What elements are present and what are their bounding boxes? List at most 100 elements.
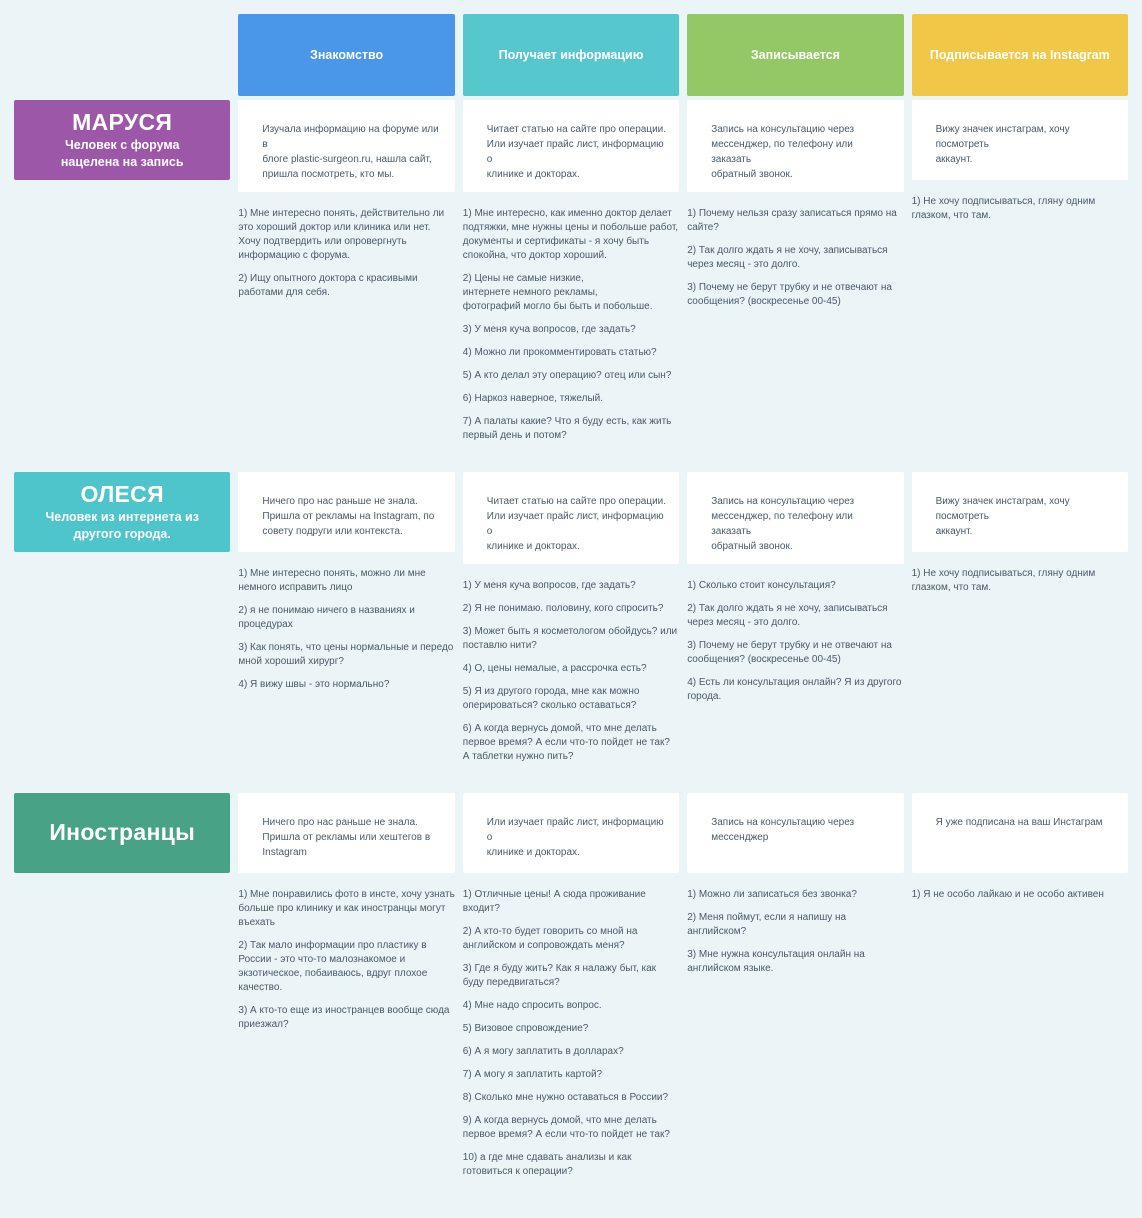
journey-cell: Ничего про нас раньше не знала. Пришла о…	[238, 472, 455, 717]
journey-cell: Вижу значек инстаграм, хочу посмотреть а…	[911, 472, 1128, 620]
stage-header-label: Получает информацию	[498, 48, 644, 62]
summary-text: Запись на консультацию через мессенджер	[711, 817, 855, 843]
persona-card: Иностранцы	[14, 793, 231, 873]
question-item: 5) А кто делал эту операцию? отец или сы…	[462, 370, 672, 381]
question-item: 8) Сколько мне нужно оставаться в России…	[462, 1092, 669, 1103]
question-item: 9) А когда вернусь домой, что мне делать…	[462, 1115, 670, 1140]
journey-cell: Запись на консультацию через мессенджер …	[687, 793, 904, 1001]
question-item: 1) Мне интересно, как именно доктор дела…	[462, 208, 679, 261]
stage-header-label: Знакомство	[309, 48, 384, 62]
question-item: 5) Я из другого города, мне как можно оп…	[462, 686, 640, 711]
summary-card: Запись на консультацию через мессенджер	[687, 793, 904, 873]
question-item: 1) Мне понравились фото в инсте, хочу уз…	[238, 889, 455, 928]
journey-cell: Изучала информацию на форуме или в блоге…	[238, 100, 455, 325]
question-item: 2) Ищу опытного доктора с красивыми рабо…	[238, 273, 418, 298]
persona-name: МАРУСЯ	[72, 108, 173, 135]
summary-card: Изучала информацию на форуме или в блоге…	[238, 100, 455, 192]
question-item: 4) О, цены немалые, а рассрочка есть?	[462, 663, 647, 674]
questions-list: 1) Мне интересно, как именно доктор дела…	[463, 207, 679, 443]
questions-list: 1) Мне интересно понять, можно ли мне не…	[238, 567, 454, 692]
question-item: 7) А могу я заплатить картой?	[462, 1069, 603, 1080]
question-item: 6) А когда вернусь домой, что мне делать…	[462, 723, 670, 762]
journey-cell: Запись на консультацию через мессенджер,…	[687, 100, 904, 334]
question-item: 2) А кто-то будет говорить со мной на ан…	[462, 926, 638, 951]
question-item: 4) Можно ли прокомментировать статью?	[462, 347, 657, 358]
journey-cell: Читает статью на сайте про операции. Или…	[462, 472, 680, 789]
persona-card: МАРУСЯ Человек с форума нацелена на запи…	[14, 100, 231, 180]
questions-list: 1) Отличные цены! А сюда проживание вход…	[463, 888, 679, 1179]
question-item: 1) Можно ли записаться без звонка?	[687, 889, 857, 900]
summary-card: Или изучает прайс лист, информацию о кли…	[462, 793, 680, 873]
question-item: 1) Мне интересно понять, можно ли мне не…	[238, 568, 426, 593]
journey-cell: Читает статью на сайте про операции. Или…	[462, 100, 680, 468]
question-item: 4) Есть ли консультация онлайн? Я из дру…	[687, 677, 902, 702]
stage-header: Получает информацию	[462, 14, 680, 96]
summary-text: Ничего про нас раньше не знала. Пришла о…	[262, 817, 431, 858]
persona-name: Иностранцы	[49, 818, 196, 845]
question-item: 2) Так мало информации про пластику в Ро…	[238, 940, 428, 993]
stage-header: Знакомство	[238, 14, 455, 96]
question-item: 3) А кто-то еще из иностранцев вообще сю…	[238, 1005, 450, 1030]
question-item: 2) я не понимаю ничего в названиях и про…	[238, 605, 415, 630]
question-item: 5) Визовое спровождение?	[462, 1023, 589, 1034]
question-item: 2) Так долго ждать я не хочу, записывать…	[687, 245, 888, 270]
summary-text: Вижу значек инстаграм, хочу посмотреть а…	[935, 124, 1070, 165]
question-item: 2) Я не понимаю. половину, кого спросить…	[462, 603, 664, 614]
question-item: 1) Сколько стоит консультация?	[687, 580, 836, 591]
summary-text: Читает статью на сайте про операции. Или…	[486, 496, 667, 552]
summary-card: Ничего про нас раньше не знала. Пришла о…	[238, 793, 455, 873]
summary-card: Я уже подписана на ваш Инстаграм	[911, 793, 1128, 873]
questions-list: 1) Не хочу подписываться, гляну одним гл…	[912, 567, 1128, 595]
question-item: 2) Так долго ждать я не хочу, записывать…	[687, 603, 888, 628]
stage-header-label: Подписывается на Instagram	[929, 48, 1110, 62]
question-item: 10) а где мне сдавать анализы и как гото…	[462, 1152, 632, 1177]
summary-card: Вижу значек инстаграм, хочу посмотреть а…	[911, 100, 1128, 180]
question-item: 4) Мне надо спросить вопрос.	[462, 1000, 602, 1011]
question-item: 1) Не хочу подписываться, гляну одним гл…	[911, 568, 1096, 593]
question-item: 6) Наркоз наверное, тяжелый.	[462, 393, 604, 404]
persona-name: ОЛЕСЯ	[80, 480, 164, 507]
stage-header-label: Записывается	[750, 48, 840, 62]
journey-cell: Вижу значек инстаграм, хочу посмотреть а…	[911, 100, 1128, 248]
questions-list: 1) Почему нельзя сразу записаться прямо …	[687, 207, 903, 309]
question-item: 1) Не хочу подписываться, гляну одним гл…	[911, 196, 1096, 221]
questions-list: 1) Сколько стоит консультация? 2) Так до…	[687, 579, 903, 704]
summary-text: Запись на консультацию через мессенджер,…	[711, 124, 855, 180]
question-item: 3) Где я буду жить? Как я налажу быт, ка…	[462, 963, 657, 988]
question-item: 3) Мне нужна консультация онлайн на англ…	[687, 949, 865, 974]
question-item: 6) А я могу заплатить в долларах?	[462, 1046, 624, 1057]
summary-card: Ничего про нас раньше не знала. Пришла о…	[238, 472, 455, 552]
summary-card: Читает статью на сайте про операции. Или…	[462, 100, 680, 192]
journey-cell: Или изучает прайс лист, информацию о кли…	[462, 793, 680, 1204]
persona-subtitle: Человек с форума нацелена на запись	[60, 138, 184, 170]
persona-card: ОЛЕСЯ Человек из интернета из другого го…	[14, 472, 231, 552]
journey-cell: Запись на консультацию через мессенджер,…	[687, 472, 904, 729]
summary-text: Изучала информацию на форуме или в блоге…	[262, 124, 439, 180]
question-item: 3) Почему не берут трубку и не отвечают …	[687, 640, 892, 665]
questions-list: 1) Мне интересно понять, действительно л…	[238, 207, 454, 300]
journey-cell: Я уже подписана на ваш Инстаграм 1) Я не…	[911, 793, 1128, 927]
summary-text: Или изучает прайс лист, информацию о кли…	[486, 817, 664, 858]
stage-header: Записывается	[687, 14, 904, 96]
question-item: 1) У меня куча вопросов, где задать?	[462, 580, 636, 591]
question-item: 3) Как понять, что цены нормальные и пер…	[238, 642, 454, 667]
question-item: 4) Я вижу швы - это нормально?	[238, 679, 390, 690]
summary-card: Читает статью на сайте про операции. Или…	[462, 472, 680, 564]
journey-cell: Ничего про нас раньше не знала. Пришла о…	[238, 793, 455, 1057]
persona-subtitle: Человек из интернета из другого города.	[45, 510, 199, 542]
questions-list: 1) Можно ли записаться без звонка? 2) Ме…	[687, 888, 903, 976]
question-item: 3) Почему не берут трубку и не отвечают …	[687, 282, 892, 307]
summary-card: Запись на консультацию через мессенджер,…	[687, 100, 904, 192]
question-item: 1) Я не особо лайкаю и не особо активен	[911, 889, 1104, 900]
questions-list: 1) У меня куча вопросов, где задать? 2) …	[463, 579, 679, 764]
question-item: 1) Мне интересно понять, действительно л…	[238, 208, 445, 261]
question-item: 3) У меня куча вопросов, где задать?	[462, 324, 636, 335]
questions-list: 1) Не хочу подписываться, гляну одним гл…	[912, 195, 1128, 223]
summary-card: Запись на консультацию через мессенджер,…	[687, 472, 904, 564]
summary-card: Вижу значек инстаграм, хочу посмотреть а…	[911, 472, 1128, 552]
summary-text: Я уже подписана на ваш Инстаграм	[935, 817, 1103, 828]
question-item: 1) Почему нельзя сразу записаться прямо …	[687, 208, 897, 233]
corner-spacer	[14, 14, 230, 96]
summary-text: Читает статью на сайте про операции. Или…	[486, 124, 667, 180]
